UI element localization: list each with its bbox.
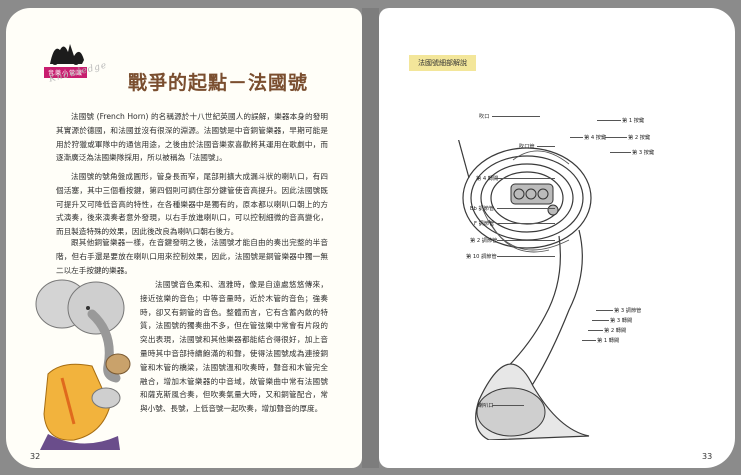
leader-line [605, 137, 627, 138]
label-slide-1: 第 1 按鍵 [622, 118, 645, 124]
label-bb-tuning: Bb 調節管 [470, 206, 495, 212]
label-valve-4: 第 4 轉閥 [476, 176, 499, 182]
label-slide-2: 第 2 按鍵 [628, 135, 651, 141]
elephant-illustration [35, 279, 131, 450]
leader-line [537, 146, 555, 147]
leader-line [497, 223, 555, 224]
paragraph-3: 跟其他銅管樂器一樣，在音鍵發明之後，法國號才能自由的奏出完整的半音階，但右手還是… [56, 238, 328, 275]
label-valve-1: 第 1 轉閥 [597, 338, 620, 344]
label-tuning-10: 第 10 調節管 [466, 254, 497, 260]
music-notes-icon [50, 44, 84, 65]
page-number-right: 33 [702, 452, 713, 461]
label-valve-2: 第 2 轉閥 [604, 328, 627, 334]
gutter [362, 8, 379, 468]
leader-line [497, 208, 555, 209]
right-page [379, 8, 735, 468]
leader-line [492, 116, 540, 117]
label-mouthpiece: 吹口 [479, 114, 490, 120]
paragraph-4: 法國號音色柔和、溫雅時，像是自遠處悠悠傳來，接近弦樂的音色；中等音量時，近於木管… [140, 280, 328, 414]
leader-line [497, 256, 555, 257]
page-number-left: 32 [30, 452, 41, 461]
label-f-tuning: F 調節管 [474, 221, 495, 227]
label-valve-3: 第 3 轉閥 [610, 318, 633, 324]
leader-line [495, 178, 555, 179]
leader-line [596, 310, 613, 311]
leader-line [497, 240, 555, 241]
leader-line [610, 152, 631, 153]
leader-line [597, 120, 621, 121]
label-slide-4: 第 4 按鍵 [584, 135, 607, 141]
french-horn-illustration [458, 140, 592, 440]
section-tab: 法國號細部解說 [409, 55, 476, 71]
label-tuning-2: 第 2 調節管 [470, 238, 498, 244]
label-bell: 喇叭口 [478, 403, 494, 409]
sidebar-badge: 音樂小常識 [44, 67, 88, 78]
leader-line [570, 137, 583, 138]
leader-line [492, 405, 524, 406]
label-tuning-3: 第 3 調節管 [614, 308, 642, 314]
page-title: 戰爭的起點－法國號 [128, 72, 309, 94]
label-mouth-tube: 吹口管 [519, 144, 535, 150]
paragraph-1: 法國號 (French Horn) 的名稱源於十八世紀英國人的誤解，樂器本身的發… [56, 112, 328, 163]
leader-line [592, 320, 609, 321]
leader-line [582, 340, 596, 341]
label-slide-3: 第 3 按鍵 [632, 150, 655, 156]
paragraph-2: 法國號的號角盤成圓形，管身長而窄，尾部則擴大成漏斗狀的喇叭口，有四個活塞，其中三… [56, 172, 328, 237]
leader-line [588, 330, 603, 331]
